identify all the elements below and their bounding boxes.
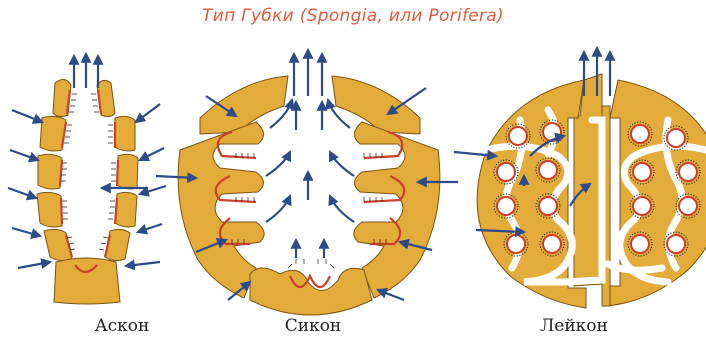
- label-ascon: Аскон: [52, 316, 192, 336]
- label-sycon: Сикон: [243, 316, 383, 336]
- leucon-sponge: [454, 48, 706, 308]
- sycon-sponge: [156, 50, 458, 315]
- ascon-sponge: [8, 54, 166, 304]
- label-leucon: Лейкон: [504, 316, 644, 336]
